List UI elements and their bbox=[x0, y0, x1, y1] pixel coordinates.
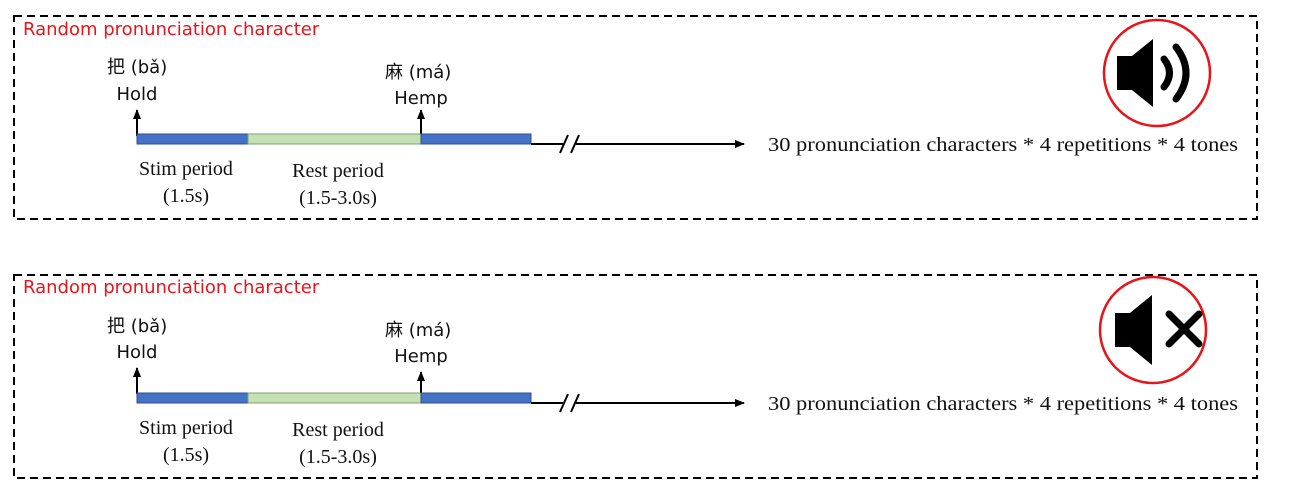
speaker-muted-icon bbox=[1098, 275, 1208, 385]
panel-sound: Random pronunciation character 把 (bǎ) Ho… bbox=[13, 15, 1258, 220]
char1-meaning: Hold bbox=[117, 84, 158, 105]
rest-label: Rest period bbox=[292, 419, 384, 441]
speaker-sound-icon bbox=[1102, 18, 1212, 128]
char1-glyph: 把 (bǎ) bbox=[107, 316, 167, 337]
break-mark bbox=[559, 393, 569, 413]
char2-meaning: Hemp bbox=[394, 88, 448, 109]
summary-text: 30 pronunciation characters * 4 repetiti… bbox=[768, 393, 1238, 415]
stim-bar-2 bbox=[420, 133, 532, 145]
stim-duration: (1.5s) bbox=[163, 444, 209, 466]
char2-meaning: Hemp bbox=[394, 346, 448, 367]
break-mark bbox=[570, 134, 580, 154]
summary-text: 30 pronunciation characters * 4 repetiti… bbox=[768, 134, 1238, 156]
panel-muted: Random pronunciation character 把 (bǎ) Ho… bbox=[13, 274, 1258, 479]
char1-glyph: 把 (bǎ) bbox=[107, 57, 167, 78]
rest-bar bbox=[247, 392, 422, 404]
panel-heading: Random pronunciation character bbox=[23, 277, 320, 298]
panel-border bbox=[13, 274, 1258, 479]
char1-meaning: Hold bbox=[117, 342, 158, 363]
stim-duration: (1.5s) bbox=[163, 185, 209, 207]
char2-glyph: 麻 (má) bbox=[385, 320, 451, 341]
panel-border bbox=[13, 15, 1258, 220]
rest-label: Rest period bbox=[292, 160, 384, 182]
stim-bar-2 bbox=[420, 392, 532, 404]
rest-duration: (1.5-3.0s) bbox=[299, 446, 377, 468]
rest-duration: (1.5-3.0s) bbox=[299, 187, 377, 209]
char2-glyph: 麻 (má) bbox=[385, 62, 451, 83]
panel-heading: Random pronunciation character bbox=[23, 19, 320, 40]
break-mark bbox=[570, 393, 580, 413]
break-mark bbox=[559, 134, 569, 154]
rest-bar bbox=[247, 133, 422, 145]
stim-bar bbox=[136, 133, 249, 145]
stim-bar bbox=[136, 392, 249, 404]
stim-label: Stim period bbox=[139, 417, 233, 439]
stim-label: Stim period bbox=[139, 158, 233, 180]
